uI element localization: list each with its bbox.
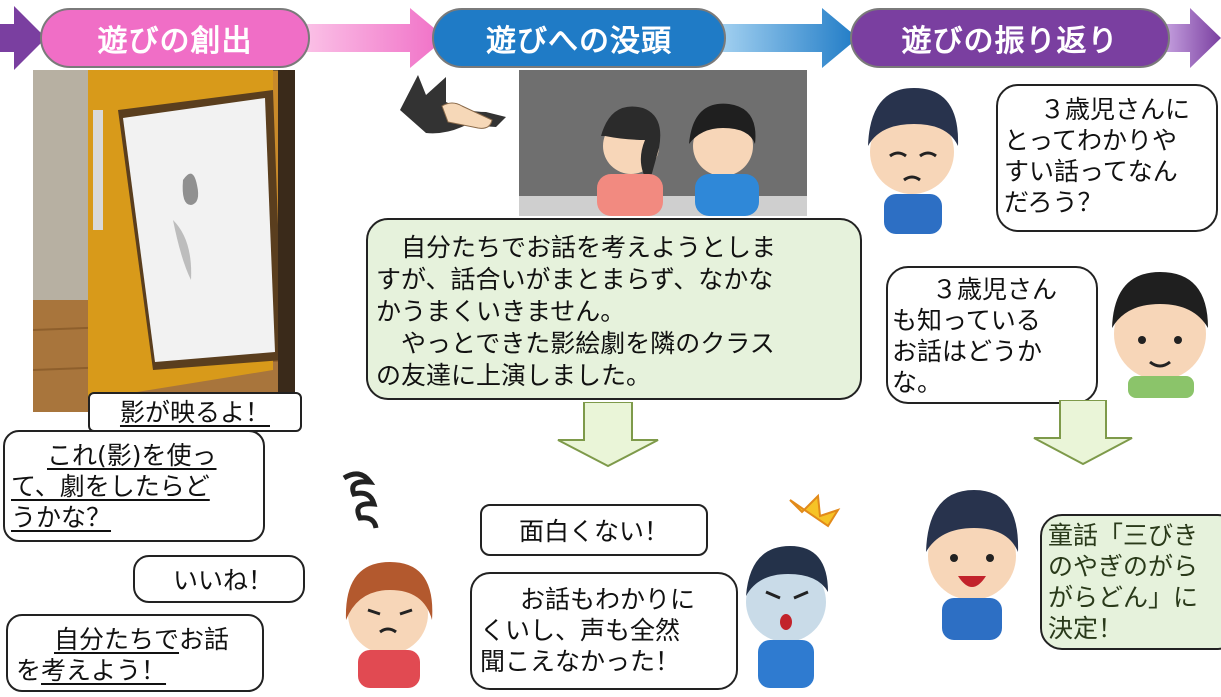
speech-bubble-idea: これ(影)を使っ て、劇をしたらど うかな？ bbox=[3, 430, 265, 542]
decide-line-2: を考えよう！ bbox=[16, 656, 167, 685]
children-watching-illustration bbox=[519, 70, 807, 216]
hard-line-3: 聞こえなかった！ bbox=[480, 647, 681, 676]
smiling-boy-illustration bbox=[1112, 272, 1208, 398]
arrow-segment-3 bbox=[715, 8, 858, 68]
iine-text: いいね！ bbox=[173, 566, 274, 595]
not-fun-text: 面白くない！ bbox=[518, 517, 669, 546]
question-line-1: ３歳児さんに bbox=[1040, 95, 1191, 124]
speech-bubble-iine: いいね！ bbox=[133, 555, 305, 603]
idea-line-1: これ(影)を使っ bbox=[47, 441, 217, 470]
speech-bubble-decide: 自分たちでお話 を考えよう！ bbox=[6, 614, 264, 692]
phase-label-reflection: 遊びの振り返り bbox=[850, 8, 1170, 68]
hard-line-1: お話もわかりに bbox=[520, 585, 696, 614]
known-line-2: も知っている bbox=[892, 306, 1041, 335]
arrow-segment-4 bbox=[1160, 8, 1221, 68]
decision-line-4: 決定！ bbox=[1048, 614, 1124, 643]
known-line-4: な。 bbox=[892, 368, 943, 397]
speech-bubble-known-story: ３歳児さん も知っている お話はどうか な。 bbox=[886, 266, 1098, 404]
decision-line-1: 童話「三びき bbox=[1048, 521, 1199, 550]
summary-box: 自分たちでお話を考えようとしま すが、話合いがまとまらず、なかな かうまくいきま… bbox=[366, 218, 862, 400]
hard-line-2: くいし、声も全然 bbox=[480, 616, 681, 645]
summary-line-2: すが、話合いがまとまらず、なかな bbox=[376, 265, 774, 294]
speech-bubble-not-fun: 面白くない！ bbox=[480, 504, 708, 556]
down-arrow-right bbox=[1033, 400, 1133, 466]
shadow-puppet-hand-illustration bbox=[400, 75, 506, 134]
known-line-1: ３歳児さん bbox=[932, 275, 1058, 304]
frustrated-boy-illustration bbox=[746, 493, 841, 688]
decision-line-2: のやぎのがら bbox=[1048, 552, 1199, 581]
speech-bubble-hard: お話もわかりに くいし、声も全然 聞こえなかった！ bbox=[470, 572, 738, 690]
phase-flow-arrows bbox=[0, 6, 1221, 70]
question-line-3: すい話ってなん bbox=[1004, 157, 1178, 186]
question-line-4: だろう？ bbox=[1004, 188, 1103, 217]
summary-line-3: かうまくいきません。 bbox=[376, 297, 626, 326]
shadow-text: 影が映るよ！ bbox=[119, 398, 270, 427]
shadow-door-photo bbox=[33, 70, 295, 412]
happy-boy-illustration bbox=[926, 490, 1019, 640]
summary-line-4: やっとできた影絵劇を隣のクラス bbox=[376, 329, 775, 358]
arrow-segment-2 bbox=[300, 8, 446, 68]
arrow-segment-1 bbox=[0, 6, 46, 70]
thinking-boy-illustration bbox=[868, 88, 959, 234]
question-line-2: とってわかりや bbox=[1004, 126, 1178, 155]
decide-line-1: 自分たちでお話 bbox=[54, 625, 230, 654]
speech-bubble-question: ３歳児さんに とってわかりや すい話ってなん だろう？ bbox=[996, 84, 1218, 232]
decision-line-3: がらどん」に bbox=[1048, 583, 1199, 612]
down-arrow-center bbox=[557, 402, 659, 468]
idea-line-2: て、劇をしたらど bbox=[11, 472, 210, 501]
decision-box: 童話「三びき のやぎのがら がらどん」に 決定！ bbox=[1040, 514, 1221, 650]
phase-label-immersion: 遊びへの没頭 bbox=[432, 8, 726, 68]
idea-line-3: うかな？ bbox=[11, 503, 112, 532]
summary-line-5: の友達に上演しました。 bbox=[376, 361, 652, 390]
summary-line-1: 自分たちでお話を考えようとしま bbox=[376, 233, 777, 262]
phase-label-creation: 遊びの創出 bbox=[40, 8, 310, 68]
known-line-3: お話はどうか bbox=[892, 337, 1043, 366]
upset-girl-illustration bbox=[342, 471, 433, 688]
speech-bubble-shadow: 影が映るよ！ bbox=[88, 392, 302, 432]
